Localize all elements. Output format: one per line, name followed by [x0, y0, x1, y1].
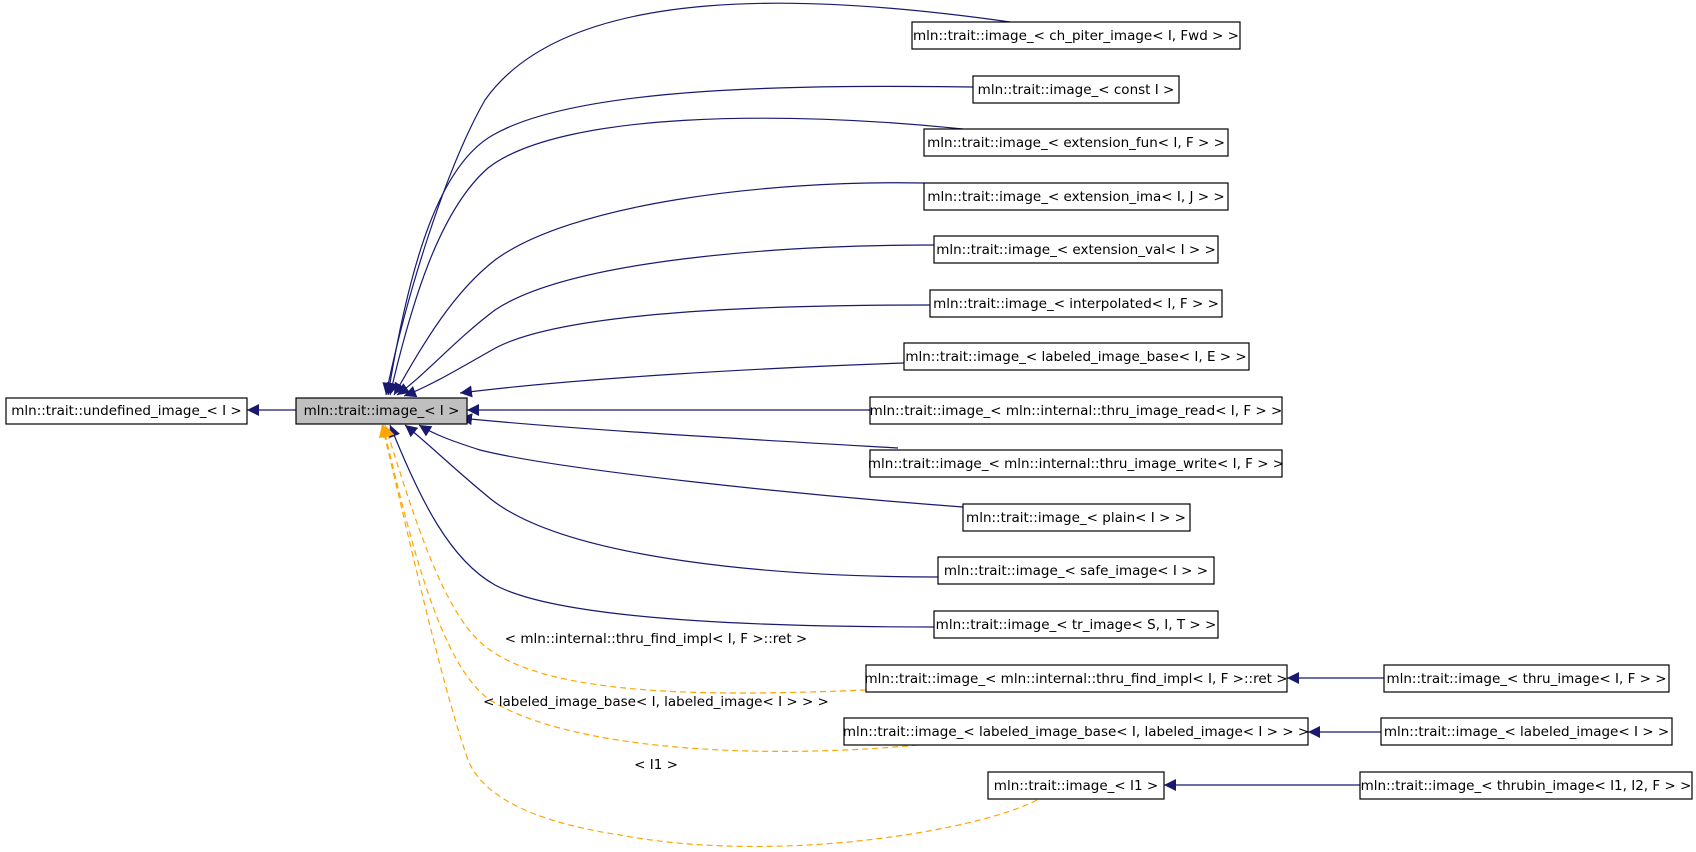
node-label: mln::trait::image_< labeled_image_base< …	[905, 349, 1246, 365]
edge-interpolated	[403, 304, 931, 398]
edge-template-i1	[378, 424, 1038, 848]
edge-ext-ima	[393, 182, 925, 396]
node-ext-ima[interactable]: mln::trait::image_< extension_ima< I, J …	[923, 182, 1229, 211]
node-image-focus[interactable]: mln::trait::image_< I >	[295, 397, 468, 425]
node-label: mln::trait::image_< mln::internal::thru_…	[864, 671, 1287, 687]
node-label: mln::trait::image_< interpolated< I, F >…	[933, 296, 1219, 312]
node-undefined-image[interactable]: mln::trait::undefined_image_< I >	[5, 397, 248, 425]
node-ext-val[interactable]: mln::trait::image_< extension_val< I > >	[933, 235, 1219, 264]
node-label: mln::trait::image_< tr_image< S, I, T > …	[936, 617, 1217, 633]
node-label: mln::trait::image_< I >	[304, 403, 460, 419]
edge-ch-piter	[382, 2, 1011, 396]
edge-template-labeled-base-labeled	[379, 424, 919, 752]
node-label: mln::trait::image_< thrubin_image< I1, I…	[1361, 778, 1692, 794]
edge-thru-write	[459, 413, 899, 449]
edge-label-i1: < I1 >	[634, 757, 678, 773]
node-label: mln::trait::undefined_image_< I >	[11, 403, 241, 419]
nodes: mln::trait::undefined_image_< I > mln::t…	[5, 21, 1693, 800]
node-ch-piter[interactable]: mln::trait::image_< ch_piter_image< I, F…	[911, 21, 1241, 50]
edge-ext-fun	[386, 117, 964, 396]
node-i1[interactable]: mln::trait::image_< I1 >	[987, 771, 1165, 800]
node-tr[interactable]: mln::trait::image_< tr_image< S, I, T > …	[933, 610, 1219, 639]
node-labeled-image[interactable]: mln::trait::image_< labeled_image< I > >	[1380, 717, 1673, 746]
node-label: mln::trait::image_< I1 >	[994, 778, 1158, 794]
node-thru-read[interactable]: mln::trait::image_< mln::internal::thru_…	[869, 396, 1283, 425]
node-plain[interactable]: mln::trait::image_< plain< I > >	[962, 503, 1191, 532]
node-labeled-base-labeled[interactable]: mln::trait::image_< labeled_image_base< …	[843, 717, 1309, 746]
edge-safe	[404, 424, 939, 578]
edge-labels: < mln::internal::thru_find_impl< I, F >:…	[483, 631, 829, 773]
node-thru-write[interactable]: mln::trait::image_< mln::internal::thru_…	[868, 449, 1284, 478]
edge-label-thru-find: < mln::internal::thru_find_impl< I, F >:…	[505, 631, 807, 647]
node-label: mln::trait::image_< mln::internal::thru_…	[868, 456, 1284, 472]
node-thru-image[interactable]: mln::trait::image_< thru_image< I, F > >	[1383, 664, 1670, 693]
node-label: mln::trait::image_< safe_image< I > >	[944, 563, 1208, 579]
node-thrubin[interactable]: mln::trait::image_< thrubin_image< I1, I…	[1359, 771, 1693, 800]
node-label: mln::trait::image_< const I >	[978, 82, 1175, 98]
node-labeled-base[interactable]: mln::trait::image_< labeled_image_base< …	[903, 342, 1250, 371]
node-label: mln::trait::image_< ch_piter_image< I, F…	[913, 28, 1239, 44]
node-label: mln::trait::image_< plain< I > >	[966, 510, 1186, 526]
node-label: mln::trait::image_< extension_fun< I, F …	[927, 135, 1225, 151]
node-ext-fun[interactable]: mln::trait::image_< extension_fun< I, F …	[923, 128, 1229, 157]
edge-ext-val	[396, 244, 935, 396]
node-thru-find[interactable]: mln::trait::image_< mln::internal::thru_…	[864, 664, 1288, 693]
node-const-i[interactable]: mln::trait::image_< const I >	[972, 75, 1180, 104]
edges	[247, 2, 1384, 848]
edge-labeled-base	[459, 362, 905, 398]
edge-label-labeled-base-labeled: < labeled_image_base< I, labeled_image< …	[483, 694, 829, 710]
node-label: mln::trait::image_< extension_val< I > >	[936, 242, 1216, 258]
node-safe[interactable]: mln::trait::image_< safe_image< I > >	[937, 556, 1215, 585]
node-interpolated[interactable]: mln::trait::image_< interpolated< I, F >…	[929, 289, 1223, 318]
node-label: mln::trait::image_< extension_ima< I, J …	[927, 189, 1224, 205]
edge-tr	[388, 424, 935, 628]
node-label: mln::trait::image_< thru_image< I, F > >	[1386, 671, 1666, 687]
node-label: mln::trait::image_< labeled_image_base< …	[843, 724, 1309, 740]
edge-template-thru-find	[382, 424, 867, 694]
edge-plain	[418, 424, 964, 508]
edge-const-i	[384, 85, 974, 396]
node-label: mln::trait::image_< labeled_image< I > >	[1384, 724, 1669, 740]
node-label: mln::trait::image_< mln::internal::thru_…	[870, 403, 1283, 419]
